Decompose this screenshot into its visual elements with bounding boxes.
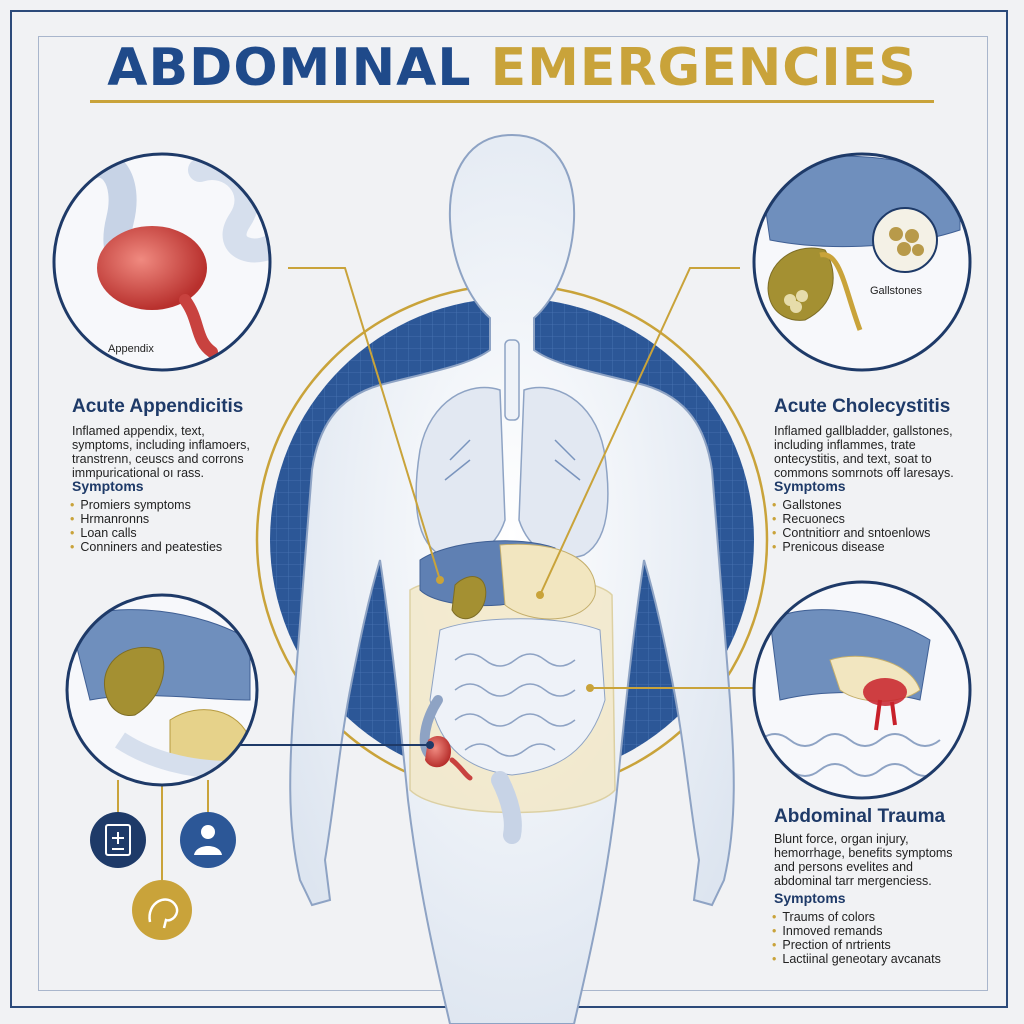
- list-item: Recuonecs: [772, 512, 930, 526]
- lungs: [415, 339, 609, 559]
- cholecystitis-title: Acute Cholecystitis: [774, 396, 951, 417]
- list-item: Gallstones: [772, 498, 930, 512]
- cholecystitis-description: Inflamed gallbladder, gallstones, includ…: [774, 424, 954, 480]
- trauma-title: Abdominal Trauma: [774, 806, 946, 827]
- gallbladder-detail-circle: Gallstones: [752, 152, 972, 372]
- list-item: Prenicous disease: [772, 540, 930, 554]
- patient-icon: [180, 812, 236, 868]
- description-line: and persons evelites and: [774, 860, 913, 874]
- appendicitis-symptoms-list: Promiers symptoms Hrmanronns Loan calls …: [70, 498, 222, 554]
- list-item: Prection of nrtrients: [772, 938, 941, 952]
- description-line: transtrenn, ceuscs and corrons: [72, 452, 244, 466]
- connector-lines: [117, 267, 755, 880]
- list-item: Promiers symptoms: [70, 498, 222, 512]
- trauma-detail-circle: [752, 580, 972, 800]
- list-item: Contnitiorr and sntoenlows: [772, 526, 930, 540]
- cholecystitis-symptoms-heading: Symptoms: [774, 478, 846, 494]
- list-item: Conniners and peatesties: [70, 540, 222, 554]
- description-line: Inflamed gallbladder, gallstones,: [774, 424, 953, 438]
- abdominal-organs: [409, 540, 616, 844]
- description-line: commons somrnots off laresays.: [774, 466, 954, 480]
- list-item: Hrmanronns: [70, 512, 222, 526]
- description-line: abdominal tarr mergenciess.: [774, 874, 932, 888]
- brain-icon: [132, 880, 192, 940]
- description-line: immpuricational oı rass.: [72, 466, 204, 480]
- list-item: Loan calls: [70, 526, 222, 540]
- description-line: including inflammes, trate: [774, 438, 916, 452]
- description-line: ontecystitis, and text, soat to: [774, 452, 932, 466]
- trauma-symptoms-heading: Symptoms: [774, 890, 846, 906]
- trauma-symptoms-list: Traums of colors Inmoved remands Prectio…: [772, 910, 941, 966]
- title-part-1: ABDOMINAL: [107, 38, 472, 98]
- list-item: Inmoved remands: [772, 924, 941, 938]
- list-item: Lactiinal geneotary avcanats: [772, 952, 940, 966]
- page-title: ABDOMINAL EMERGENCIES: [0, 38, 1024, 98]
- medical-document-icon: [90, 812, 146, 868]
- appendix-detail-circle: Appendix: [52, 152, 272, 372]
- description-line: Blunt force, organ injury,: [774, 832, 909, 846]
- appendicitis-title: Acute Appendicitis: [72, 396, 244, 417]
- appendicitis-description: Inflamed appendix, text, symptoms, inclu…: [72, 424, 250, 480]
- title-part-2: EMERGENCIES: [490, 38, 917, 98]
- appendix-label: Appendix: [108, 343, 154, 355]
- description-line: hemorrhage, benefits symptoms: [774, 846, 953, 860]
- title-underline: [90, 100, 934, 103]
- cholecystitis-symptoms-list: Gallstones Recuonecs Contnitiorr and snt…: [772, 498, 930, 554]
- gallstones-label: Gallstones: [870, 285, 922, 297]
- list-item: Traums of colors: [772, 910, 941, 924]
- trauma-description: Blunt force, organ injury, hemorrhage, b…: [774, 832, 953, 888]
- appendicitis-symptoms-heading: Symptoms: [72, 478, 144, 494]
- description-line: Inflamed appendix, text,: [72, 424, 205, 438]
- description-line: symptoms, including inflamoers,: [72, 438, 250, 452]
- pancreas-detail-circle: [65, 593, 259, 787]
